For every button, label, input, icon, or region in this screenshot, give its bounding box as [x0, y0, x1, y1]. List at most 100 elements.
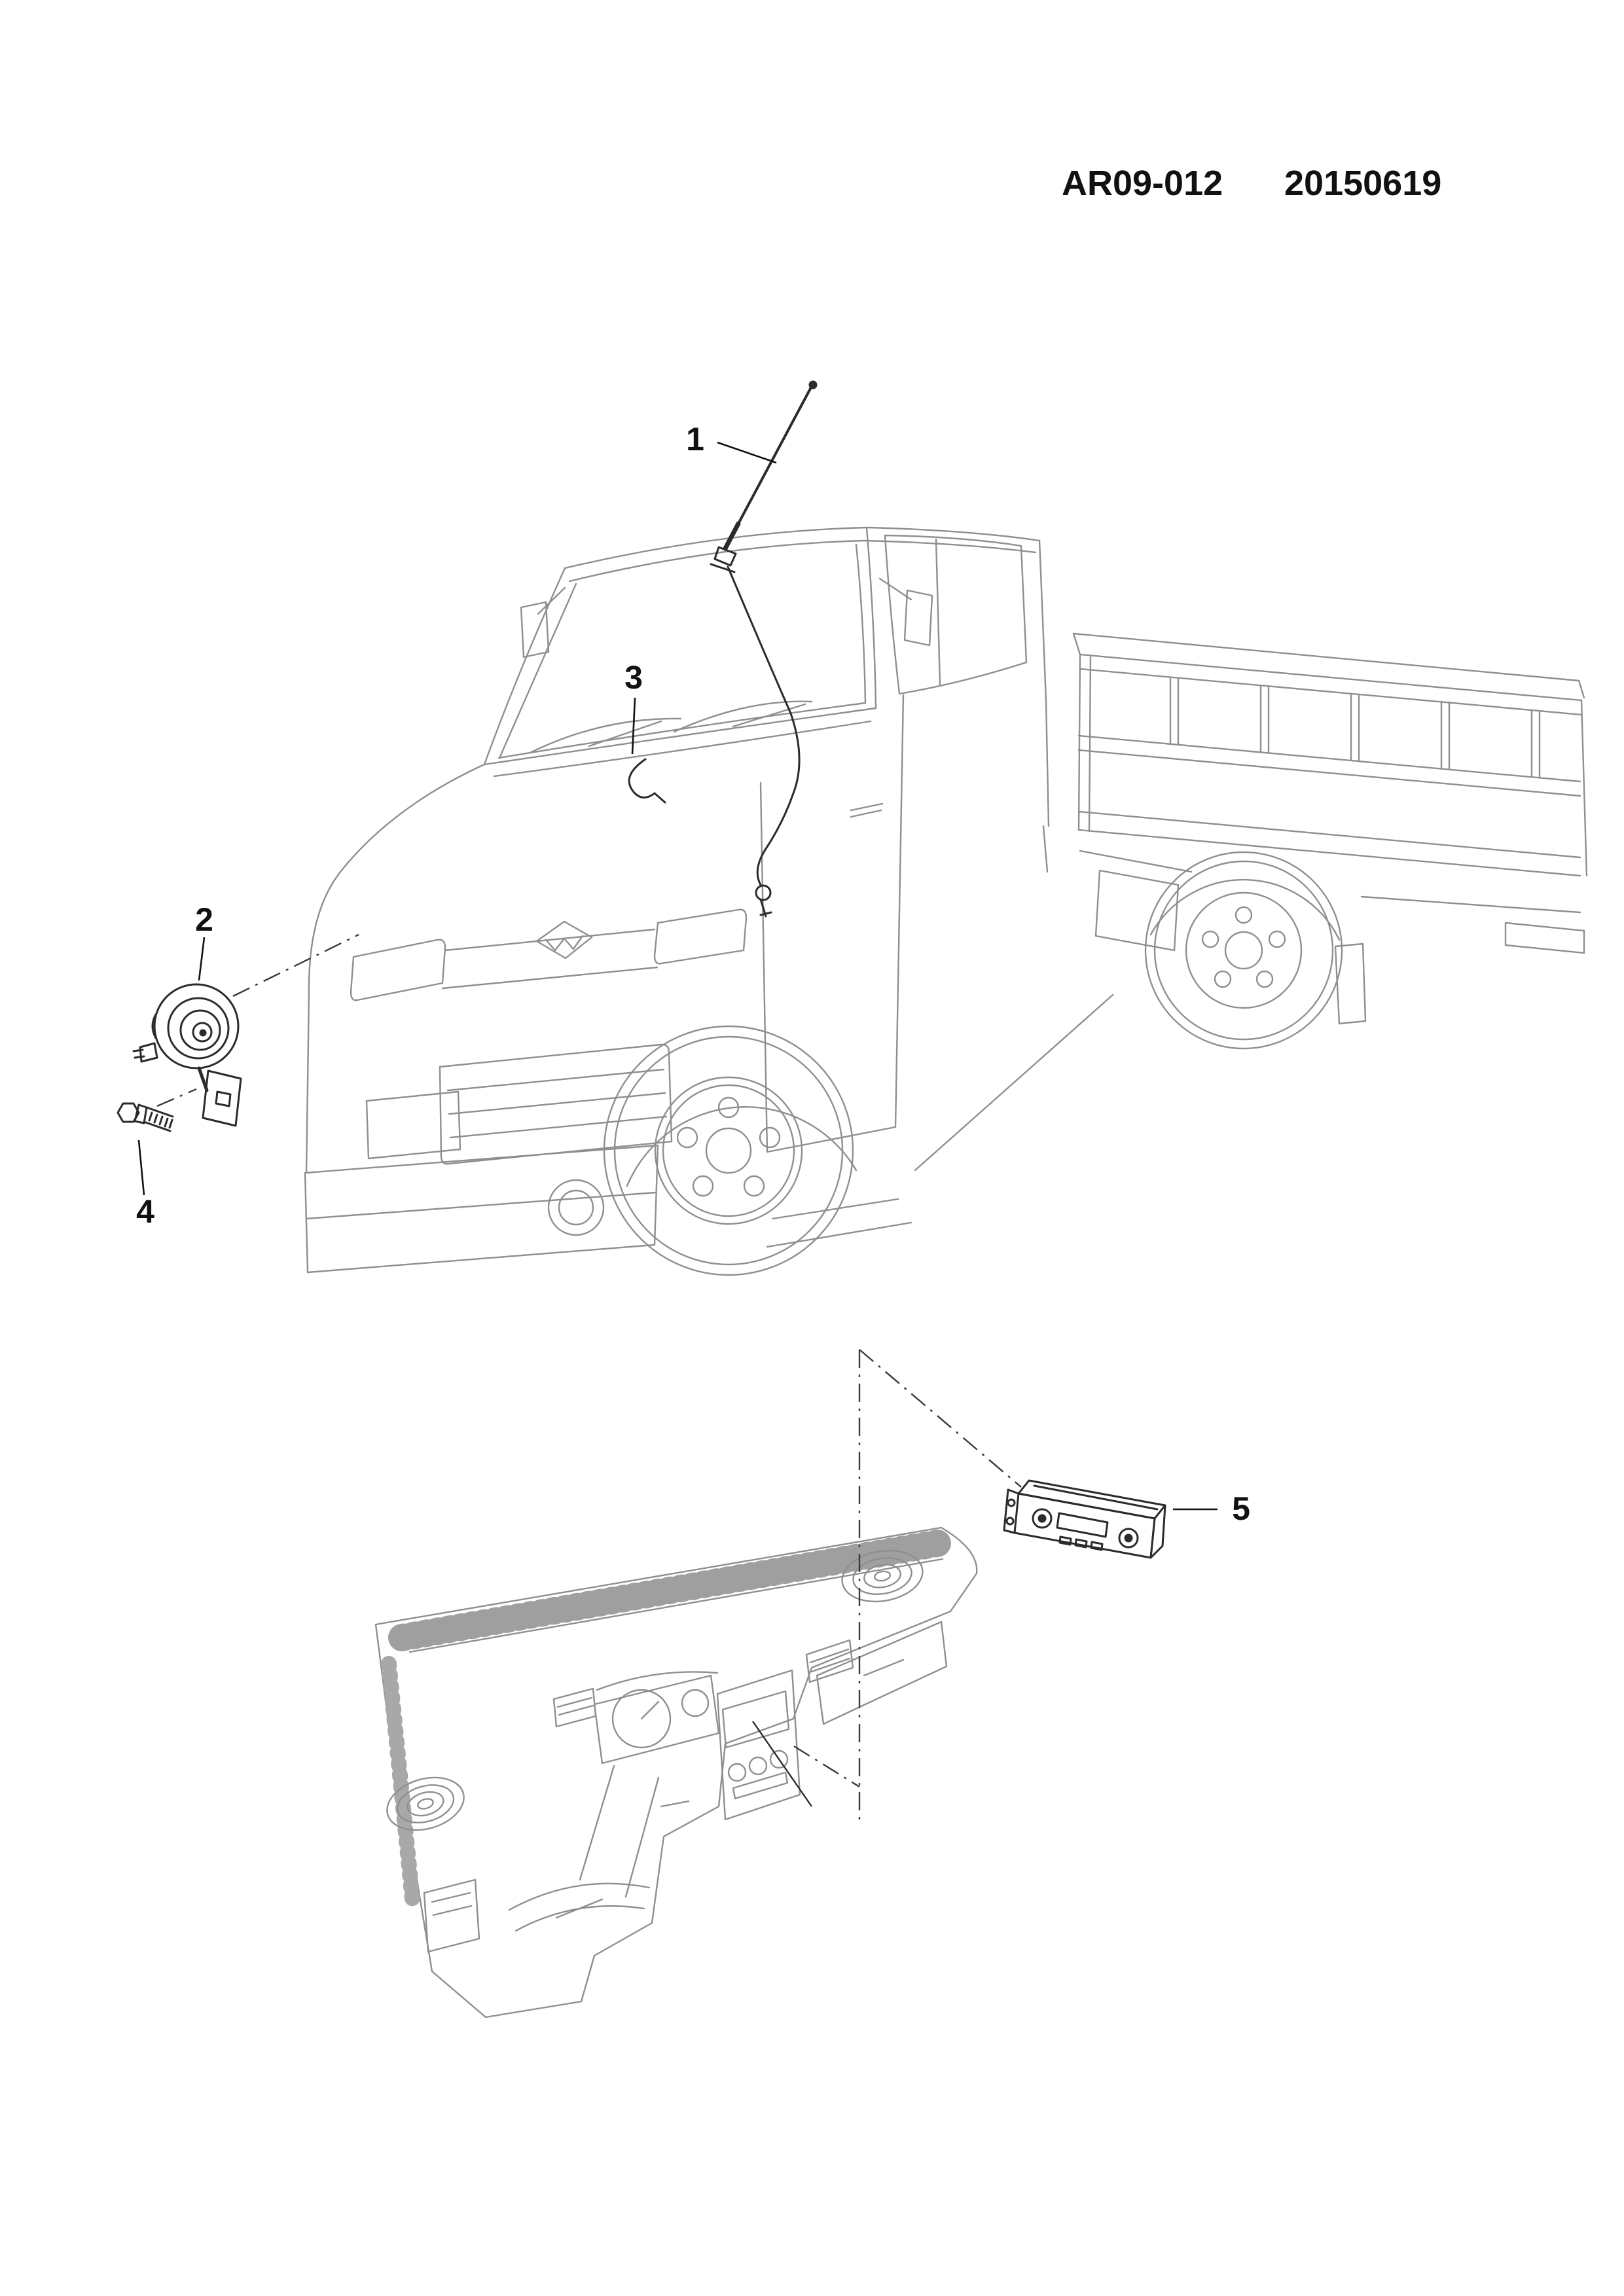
center-stack [716, 1669, 801, 1821]
callout-2-label: 2 [195, 901, 213, 938]
front-bumper [304, 1144, 659, 1274]
instrument-cluster [593, 1674, 720, 1765]
cab-sill [766, 1198, 912, 1248]
horn-centerline [232, 933, 359, 997]
speedometer [611, 1689, 672, 1749]
part-bolt [117, 1102, 174, 1132]
horn-terminal [132, 1042, 158, 1063]
hvac-knob [748, 1756, 768, 1776]
document-code: AR09-012 [1062, 164, 1223, 203]
dashboard-outline [374, 1526, 978, 2018]
front-tire-outer [603, 1025, 854, 1276]
bolt-threads [148, 1111, 173, 1129]
antenna-rod [737, 385, 813, 525]
aperture-pointer-line [752, 1721, 812, 1807]
radio-aperture [721, 1690, 790, 1749]
antenna-tip [808, 380, 818, 389]
cable-run [727, 565, 801, 886]
horn-body [153, 983, 240, 1069]
callout-labels: 1 2 3 4 5 [136, 421, 1250, 1527]
cab-drip-rail [568, 539, 1037, 583]
horn-bracket [202, 1069, 242, 1127]
right-speaker [841, 1549, 924, 1603]
callout-2-leader [198, 937, 206, 981]
windshield-inner-bottom [497, 702, 867, 759]
rear-lug [1235, 906, 1253, 924]
front-wheel-arch [626, 1106, 857, 1187]
callout-3-label: 3 [624, 659, 643, 696]
rear-frame [1360, 895, 1585, 954]
window-divider [935, 538, 941, 686]
fuel-tank [1079, 850, 1193, 952]
fuse-panel [423, 1878, 480, 1953]
hvac-slider [732, 1771, 789, 1800]
radio-side-face [1149, 1504, 1166, 1559]
grille-slats [446, 1068, 668, 1139]
part-radio [1003, 1479, 1166, 1559]
callout-4-leader [137, 1139, 145, 1196]
left-speaker [386, 1776, 465, 1831]
fog-lamp-outer [547, 1179, 605, 1236]
bolt-head-side [134, 1103, 148, 1124]
rear-fender-arc [1149, 878, 1341, 941]
cab-roof-line [564, 526, 1041, 569]
horn-spiral-2 [179, 1009, 221, 1051]
headlight-left [350, 939, 446, 1001]
brand-logo [535, 920, 593, 960]
horn-center [199, 1029, 207, 1037]
front-panel-seam [493, 720, 872, 778]
front-lug [759, 1126, 781, 1149]
radio-bracket-screw [1005, 1516, 1015, 1526]
front-hub [705, 1127, 752, 1174]
radio-centerline-diagonal [859, 1349, 1022, 1488]
right-mirror [878, 577, 933, 647]
horn-spiral-1 [167, 997, 230, 1060]
rear-tire-inner [1153, 860, 1334, 1041]
cable-coil [755, 884, 772, 901]
wiper-right [673, 700, 813, 733]
hvac-knob [769, 1749, 789, 1769]
license-plate [365, 1090, 461, 1160]
a-pillar-left [483, 567, 566, 766]
defroster-hatch [388, 1530, 951, 1651]
callout-3-leader [631, 697, 636, 755]
door-handle [850, 802, 884, 818]
chassis-line [914, 994, 1114, 1172]
front-lug [676, 1126, 698, 1149]
rear-tire-outer [1144, 851, 1343, 1050]
small-gauge [681, 1689, 710, 1717]
rear-rim [1185, 891, 1303, 1009]
left-mirror [520, 586, 566, 658]
dashboard-drawing [374, 1526, 978, 2018]
part-horn [132, 983, 242, 1127]
rear-hub [1224, 931, 1263, 970]
radio-top-face [1017, 1479, 1166, 1520]
horn-spiral-3 [192, 1022, 213, 1043]
alignment-lines [156, 933, 1022, 1826]
radio-knob-left-dot [1038, 1514, 1047, 1523]
door-seam [759, 694, 905, 1153]
left-vent [552, 1687, 597, 1728]
rear-lug [1268, 930, 1286, 948]
radio-knob-right [1118, 1528, 1139, 1549]
callout-1-label: 1 [686, 421, 704, 457]
door-window [884, 534, 1028, 695]
radio-buttons [1058, 1535, 1104, 1551]
windshield-inner-left [499, 583, 577, 758]
bed-stakes [1169, 676, 1541, 779]
front-lug [692, 1175, 714, 1197]
hvac-knob [727, 1763, 747, 1782]
bed-floor-edge [1077, 810, 1581, 877]
bolt-centerline [156, 1088, 197, 1107]
aperture-centerline [793, 1745, 860, 1788]
radio-knob-right-dot [1124, 1534, 1133, 1543]
a-pillar-right [865, 526, 877, 709]
cable-clip [628, 758, 666, 804]
steering-column [579, 1765, 660, 1898]
wiper-left [529, 717, 682, 754]
front-lug [743, 1175, 765, 1197]
callout-leaders [137, 441, 1218, 1511]
radio-bracket-screw [1007, 1498, 1016, 1507]
